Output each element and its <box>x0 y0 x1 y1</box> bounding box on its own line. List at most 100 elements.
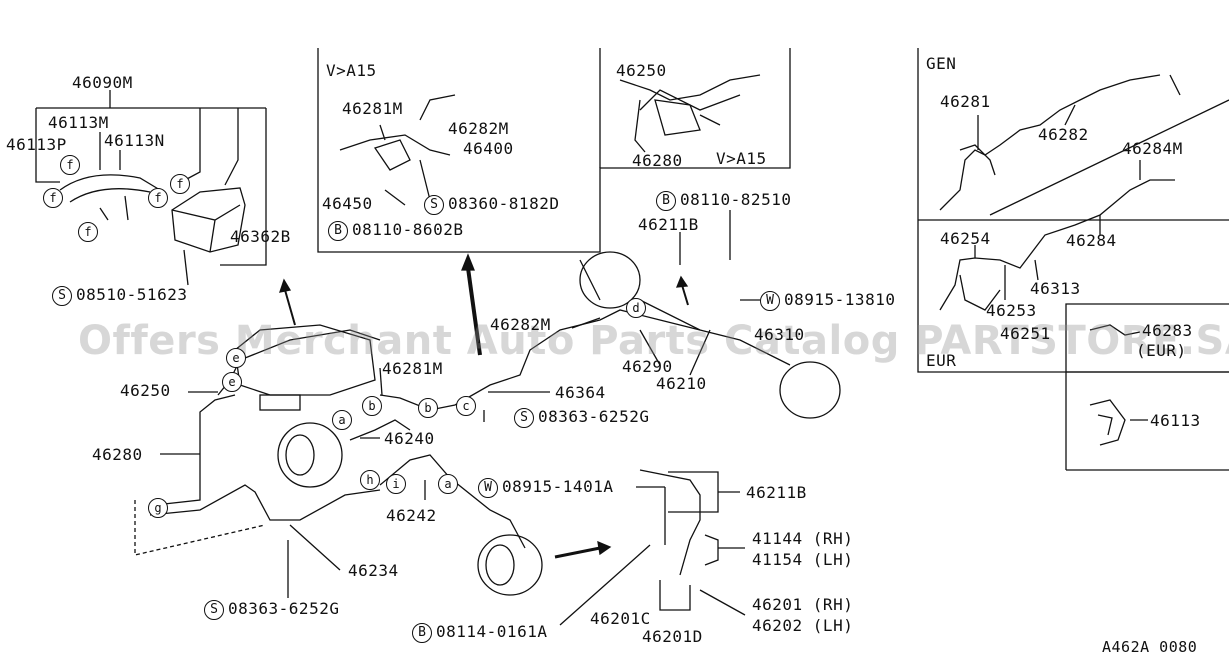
part-46113n: 46113N <box>104 131 165 150</box>
part-46211b: 46211B <box>746 483 807 502</box>
leader-46201 <box>699 589 746 616</box>
drum-front-right <box>579 251 641 309</box>
inset-va15-lines <box>339 94 456 156</box>
marker-i: i <box>386 474 406 494</box>
marker-g: g <box>148 498 168 518</box>
part-s08360: 08360-8182D <box>448 194 560 213</box>
symbol-b: B <box>328 221 348 241</box>
part-46210: 46210 <box>656 374 707 393</box>
part-46242: 46242 <box>386 506 437 525</box>
part-b08114: 08114-0161A <box>436 622 548 641</box>
inset-eur-line <box>939 179 1175 311</box>
arrow-up-inset-head <box>461 253 475 271</box>
part-46284m: 46284M <box>1122 139 1183 158</box>
marker-f: f <box>60 155 80 175</box>
part-46250-inset: 46250 <box>616 61 667 80</box>
inset-label-va15-mid: V>A15 <box>716 149 767 168</box>
hose-sketch-f <box>59 174 161 221</box>
footer-code: A462A 0080 <box>1102 638 1198 656</box>
part-46201c: 46201C <box>590 609 651 628</box>
part-46310: 46310 <box>754 325 805 344</box>
center-master-cylinder <box>234 324 376 396</box>
part-46211b-top: 46211B <box>638 215 699 234</box>
part-46280-inset: 46280 <box>632 151 683 170</box>
drum-front-left <box>277 422 343 488</box>
marker-f: f <box>170 174 190 194</box>
inset-label-va15: V>A15 <box>326 61 377 80</box>
leader-46281m <box>379 367 383 396</box>
inset-frame-46283 <box>1065 303 1229 470</box>
axle-sketch <box>579 259 791 366</box>
watermark-text: Offers Merchant Auto Parts Catalog PARTS… <box>78 318 1229 364</box>
part-s08510: 08510-51623 <box>76 285 188 304</box>
symbol-b: B <box>656 191 676 211</box>
part-46281m-inset: 46281M <box>342 99 403 118</box>
inset-va15-valve <box>373 139 411 171</box>
line-46240 <box>349 419 411 441</box>
leader-46282m <box>571 317 601 329</box>
part-s08363-top: 08363-6252G <box>538 407 650 426</box>
part-46090m: 46090M <box>72 73 133 92</box>
leader-46090m-right <box>220 108 267 266</box>
arrow-up-left-head <box>279 278 292 293</box>
marker-e: e <box>226 348 246 368</box>
arrow-right <box>554 546 601 559</box>
part-46282m: 46282M <box>490 315 551 334</box>
drum-hub-fl <box>285 434 315 476</box>
part-46364: 46364 <box>555 383 606 402</box>
symbol-b: B <box>412 623 432 643</box>
part-46281m: 46281M <box>382 359 443 378</box>
part-46201d: 46201D <box>642 627 703 646</box>
symbol-w: W <box>760 291 780 311</box>
bracket-41144 <box>704 534 719 566</box>
part-46400: 46400 <box>463 139 514 158</box>
part-46281: 46281 <box>940 92 991 111</box>
marker-e: e <box>222 372 242 392</box>
inset-eur-line-46253 <box>959 274 1001 311</box>
part-46240: 46240 <box>384 429 435 448</box>
inset-eur-leader-46313 <box>1034 259 1039 281</box>
marker-h: h <box>360 470 380 490</box>
marker-d: d <box>626 298 646 318</box>
inset-label-gen: GEN <box>926 54 957 73</box>
part-46313: 46313 <box>1030 279 1081 298</box>
inset-46283-sketch <box>1089 324 1141 336</box>
line-46234 <box>149 484 381 521</box>
part-46283: 46283 <box>1142 321 1193 340</box>
leader-46210 <box>689 329 711 376</box>
part-41144: 41144 (RH) <box>752 529 854 548</box>
part-b08110-8602b: 08110-8602B <box>352 220 464 239</box>
drum-hub-rl <box>485 544 515 586</box>
arrow-up-46211-head <box>675 275 689 288</box>
arrow-up-inset <box>466 267 482 356</box>
marker-a: a <box>438 474 458 494</box>
part-46202: 46202 (LH) <box>752 616 854 635</box>
inset-va15-mid-valve <box>654 99 701 136</box>
drum-rear-right <box>779 361 841 419</box>
symbol-w: W <box>478 478 498 498</box>
part-46234: 46234 <box>348 561 399 580</box>
inset-gen-slant <box>989 99 1229 216</box>
inset-bolt-46450 <box>384 189 406 206</box>
inset-leader-s08360 <box>419 159 431 201</box>
symbol-s: S <box>424 195 444 215</box>
part-46113m: 46113M <box>48 113 109 132</box>
inset-gen-leader-46282 <box>1064 104 1076 126</box>
symbol-s: S <box>514 408 534 428</box>
bracket-46211b <box>668 471 719 513</box>
marker-f: f <box>43 188 63 208</box>
part-46282m-inset: 46282M <box>448 119 509 138</box>
part-46290: 46290 <box>622 357 673 376</box>
center-bracket <box>259 394 301 411</box>
part-41154: 41154 (LH) <box>752 550 854 569</box>
master-cylinder-sketch <box>171 187 246 253</box>
part-46254: 46254 <box>940 229 991 248</box>
line-46211b <box>639 469 701 576</box>
marker-f: f <box>148 188 168 208</box>
line-dashed-g <box>134 500 266 556</box>
part-46113p: 46113P <box>6 135 67 154</box>
part-46113: 46113 <box>1150 411 1201 430</box>
inset-va15-mid-lines <box>619 74 761 153</box>
symbol-s: S <box>204 600 224 620</box>
